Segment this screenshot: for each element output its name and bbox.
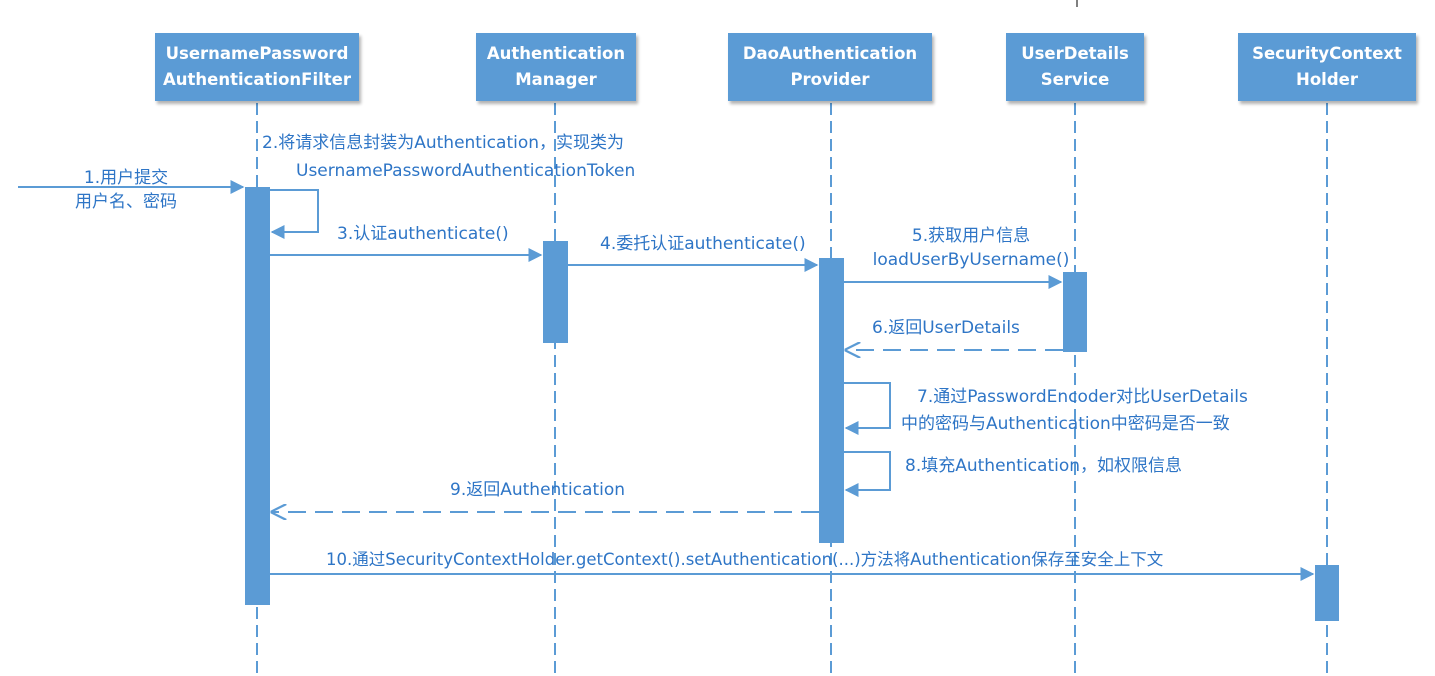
message-9-label: 9.返回Authentication bbox=[450, 480, 626, 500]
message-1-line1: 1.用户提交 bbox=[83, 168, 169, 188]
activation-filter bbox=[245, 187, 270, 605]
arrow-2-self-wrap bbox=[270, 189, 319, 239]
participant-context-line2: Holder bbox=[1296, 70, 1358, 89]
message-8-label: 8.填充Authentication，如权限信息 bbox=[905, 456, 1183, 476]
message-6-label: 6.返回UserDetails bbox=[872, 318, 1020, 338]
message-5-line1: 5.获取用户信息 bbox=[911, 226, 1031, 246]
participant-manager-line2: Manager bbox=[515, 70, 597, 89]
activation-manager bbox=[543, 241, 568, 343]
participant-userdetails-line1: UserDetails bbox=[1021, 44, 1129, 63]
participant-filter-line2: AuthenticationFilter bbox=[163, 70, 351, 89]
message-2-line1: 2.将请求信息封装为Authentication，实现类为 bbox=[262, 133, 625, 153]
arrow-8-self-fill bbox=[844, 451, 891, 497]
participant-context: SecurityContext Holder bbox=[1238, 33, 1416, 101]
message-1-line2: 用户名、密码 bbox=[75, 192, 177, 212]
participant-provider: DaoAuthentication Provider bbox=[728, 33, 932, 101]
participant-filter: UsernamePassword AuthenticationFilter bbox=[155, 33, 359, 101]
participant-userdetails: UserDetails Service bbox=[1006, 33, 1144, 101]
participant-userdetails-line2: Service bbox=[1040, 70, 1110, 89]
message-5-label: 5.获取用户信息 loadUserByUsername() bbox=[855, 224, 1087, 272]
message-10-label: 10.通过SecurityContextHolder.getContext().… bbox=[326, 550, 1164, 569]
activation-context bbox=[1315, 565, 1339, 621]
message-5-line2: loadUserByUsername() bbox=[872, 250, 1070, 270]
activation-provider bbox=[819, 258, 844, 543]
participant-provider-line1: DaoAuthentication bbox=[742, 44, 918, 63]
message-7-line1: 7.通过PasswordEncoder对比UserDetails bbox=[917, 387, 1248, 407]
message-2-line2: UsernamePasswordAuthenticationToken bbox=[296, 161, 636, 181]
participant-filter-line1: UsernamePassword bbox=[165, 44, 349, 63]
message-4-label: 4.委托认证authenticate() bbox=[600, 234, 806, 254]
participant-manager: Authentication Manager bbox=[476, 33, 636, 101]
participant-provider-line2: Provider bbox=[790, 70, 870, 89]
message-3-label: 3.认证authenticate() bbox=[337, 224, 509, 244]
message-1-label: 1.用户提交 用户名、密码 bbox=[40, 166, 212, 214]
activation-userdetails bbox=[1063, 272, 1087, 352]
participant-manager-line1: Authentication bbox=[486, 44, 626, 63]
message-7-line2: 中的密码与Authentication中密码是否一致 bbox=[901, 414, 1230, 434]
arrow-7-self-compare bbox=[844, 382, 891, 435]
participant-context-line1: SecurityContext bbox=[1252, 44, 1402, 63]
